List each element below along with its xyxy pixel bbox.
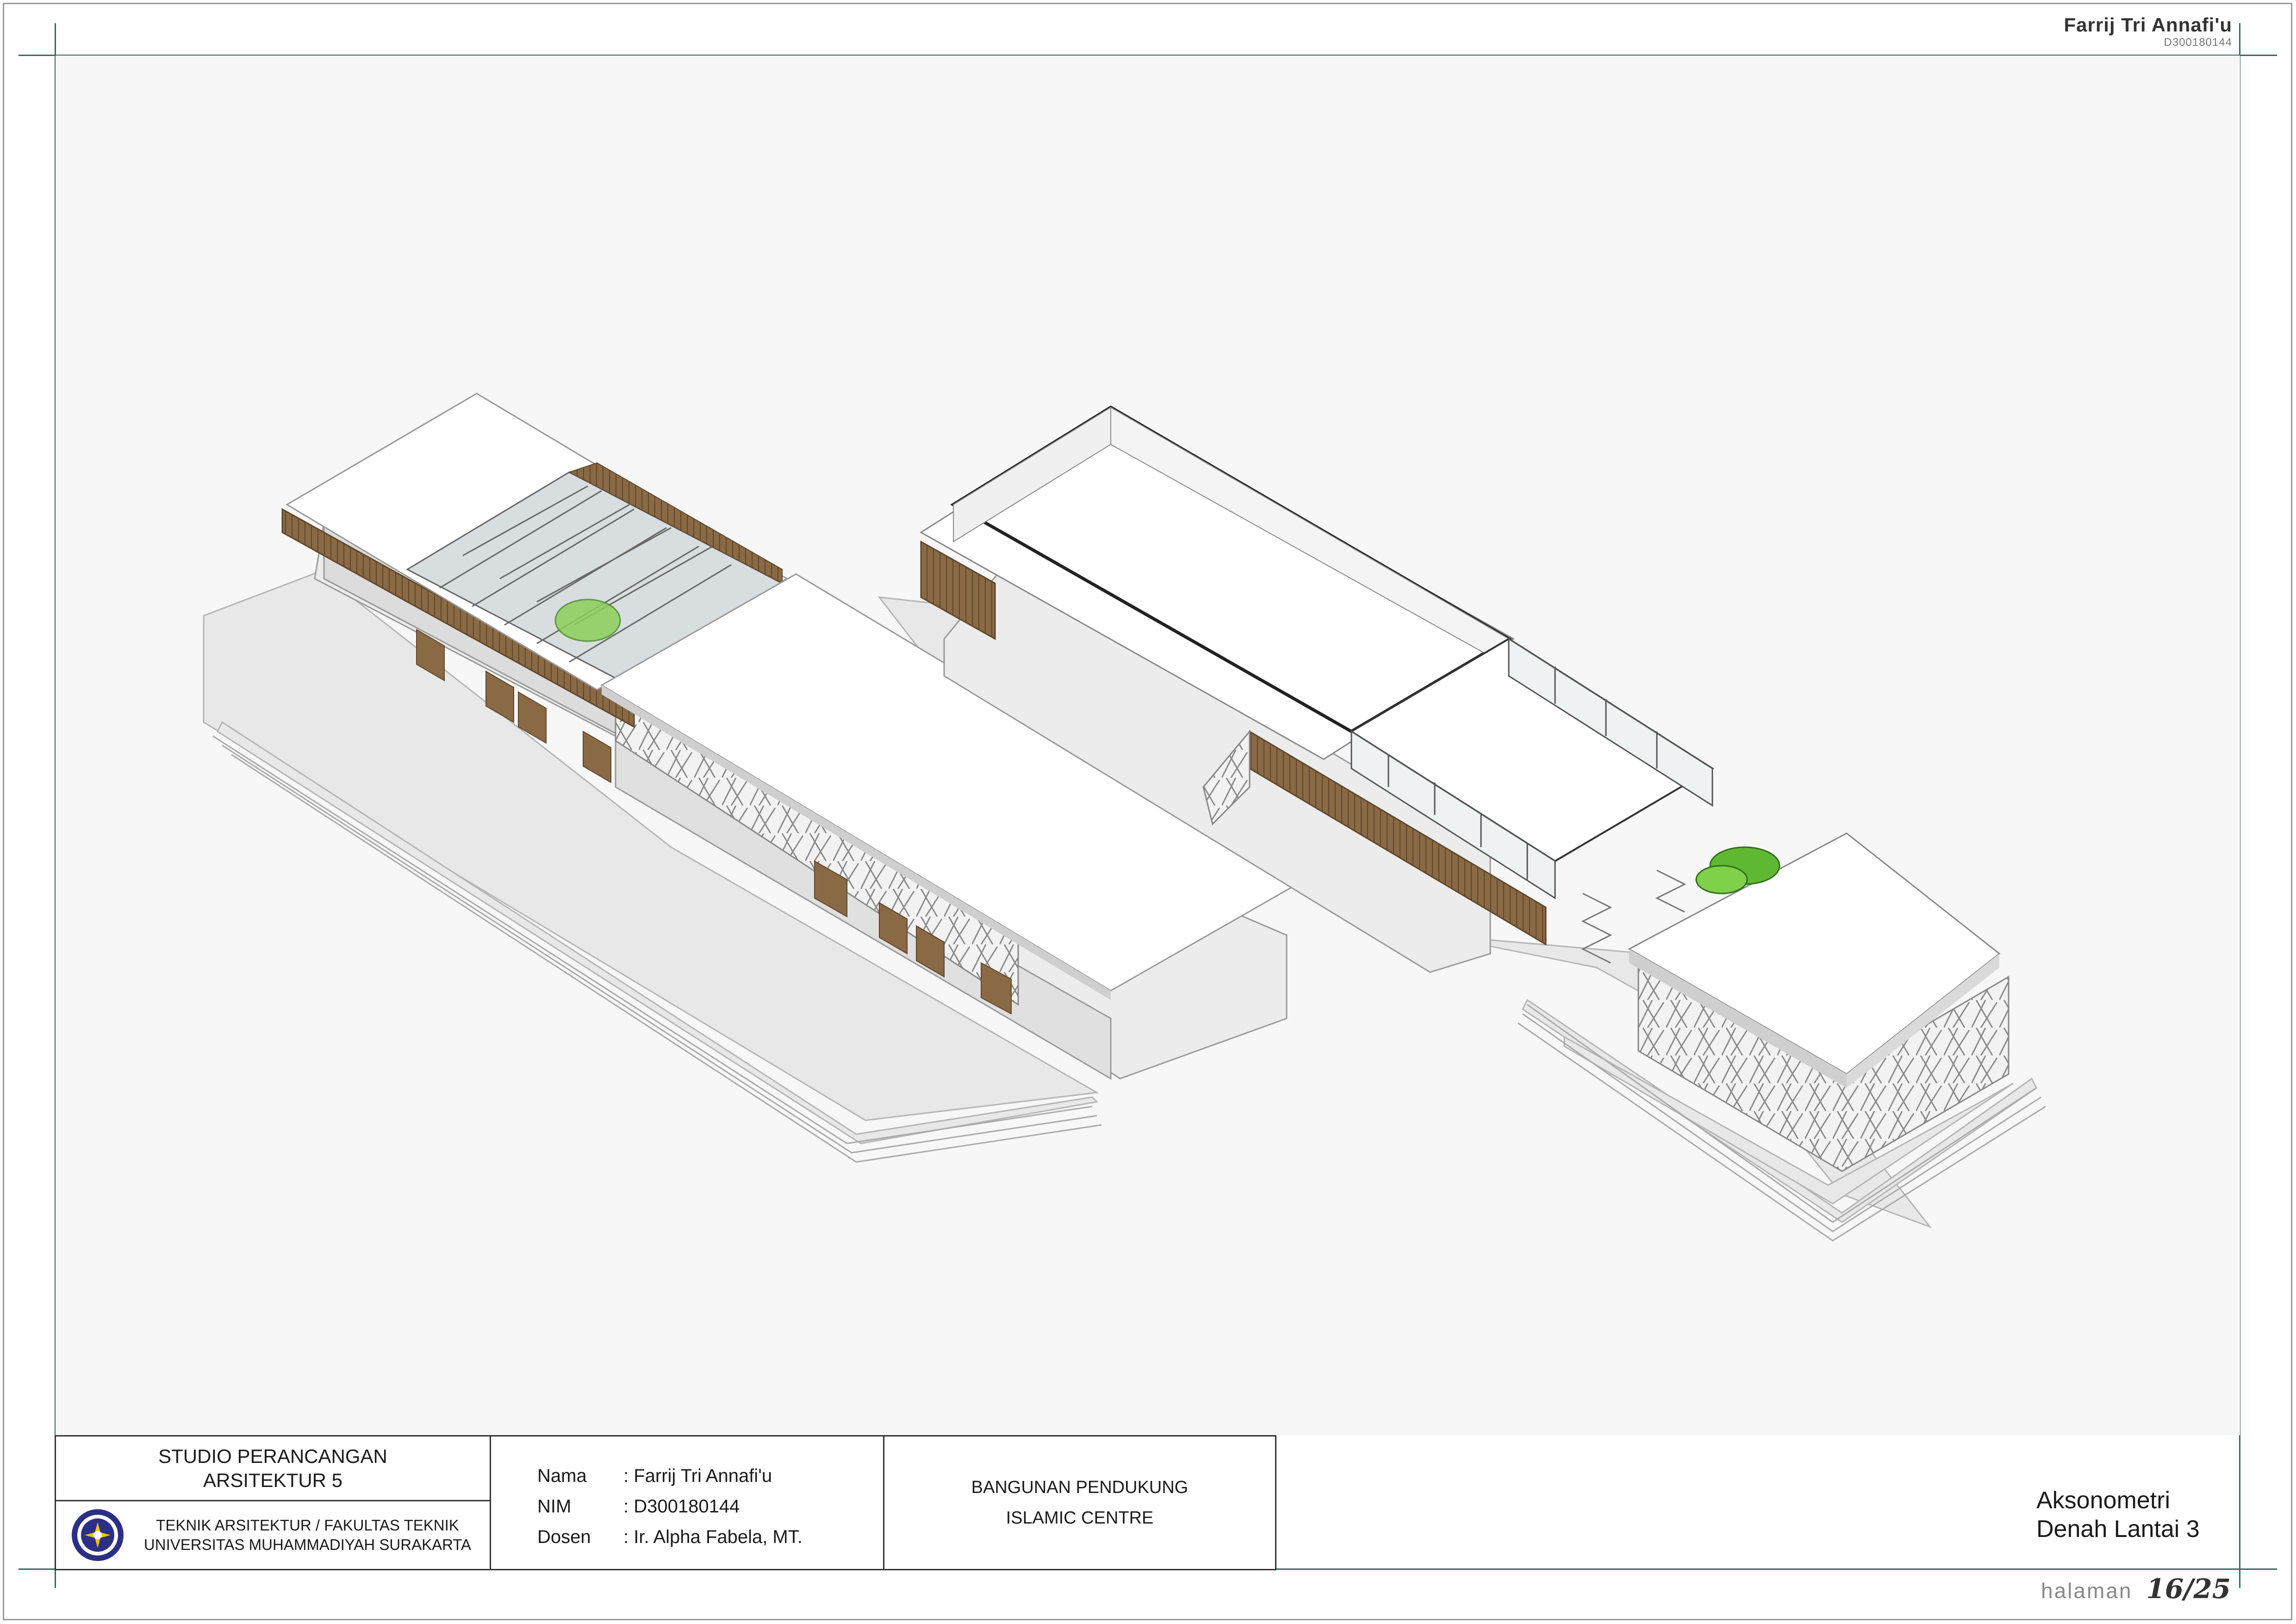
steps-right	[1518, 1004, 2046, 1242]
page-label: halaman	[2041, 1579, 2133, 1603]
student-info: Nama : Farrij Tri Annafi'u NIM : D300180…	[537, 1461, 803, 1552]
frame-line-left	[55, 23, 56, 1588]
project-cell: BANGUNAN PENDUKUNG ISLAMIC CENTRE	[884, 1437, 1275, 1569]
info-row-name: Nama : Farrij Tri Annafi'u	[537, 1461, 803, 1491]
info-value: : Farrij Tri Annafi'u	[623, 1466, 772, 1486]
info-value: : D300180144	[623, 1496, 740, 1517]
project-title: BANGUNAN PENDUKUNG ISLAMIC CENTRE	[884, 1437, 1275, 1569]
frame-line-top	[19, 55, 2277, 56]
building-middle	[920, 405, 1714, 973]
info-label: NIM	[537, 1496, 572, 1517]
title-block: STUDIO PERANCANGAN ARSITEKTUR 5 TEKNIK A…	[55, 1435, 1276, 1570]
drawing-title-line-2: Denah Lantai 3	[2036, 1516, 2200, 1543]
info-label: Nama	[537, 1466, 587, 1486]
student-info-cell: Nama : Farrij Tri Annafi'u NIM : D300180…	[491, 1437, 884, 1569]
project-line-2: ISLAMIC CENTRE	[1006, 1508, 1154, 1528]
university-row: TEKNIK ARSITEKTUR / FAKULTAS TEKNIK UNIV…	[56, 1501, 490, 1569]
university-logo-icon	[72, 1509, 124, 1561]
drawing-title: Aksonometri Denah Lantai 3	[2036, 1486, 2200, 1543]
building-left-wing	[281, 393, 1307, 1080]
author-id: D300180144	[2164, 36, 2232, 49]
project-line-1: BANGUNAN PENDUKUNG	[971, 1478, 1188, 1497]
sheet-border	[3, 3, 2292, 1620]
university-text: TEKNIK ARSITEKTUR / FAKULTAS TEKNIK UNIV…	[125, 1516, 490, 1555]
page-number: 16/25	[2146, 1573, 2231, 1605]
building-right-block	[1581, 832, 2010, 1172]
info-row-nim: NIM : D300180144	[537, 1491, 803, 1522]
author-block: Farrij Tri Annafi'u D300180144	[2064, 14, 2232, 49]
info-row-dosen: Dosen : Ir. Alpha Fabela, MT.	[537, 1522, 803, 1552]
university-line: UNIVERSITAS MUHAMMADIYAH SURAKARTA	[143, 1536, 472, 1553]
page-indicator: halaman 16/25	[2041, 1573, 2231, 1605]
info-label: Dosen	[537, 1527, 591, 1547]
drawing-title-line-1: Aksonometri	[2036, 1487, 2170, 1514]
info-value: : Ir. Alpha Fabela, MT.	[623, 1527, 803, 1547]
studio-heading: STUDIO PERANCANGAN ARSITEKTUR 5	[56, 1437, 490, 1501]
studio-line-1: STUDIO PERANCANGAN	[158, 1445, 387, 1467]
steps-left	[212, 735, 1102, 1163]
author-name: Farrij Tri Annafi'u	[2064, 14, 2232, 36]
studio-line-2: ARSITEKTUR 5	[203, 1469, 343, 1491]
department-line: TEKNIK ARSITEKTUR / FAKULTAS TEKNIK	[156, 1517, 459, 1534]
studio-cell: STUDIO PERANCANGAN ARSITEKTUR 5 TEKNIK A…	[56, 1437, 491, 1569]
